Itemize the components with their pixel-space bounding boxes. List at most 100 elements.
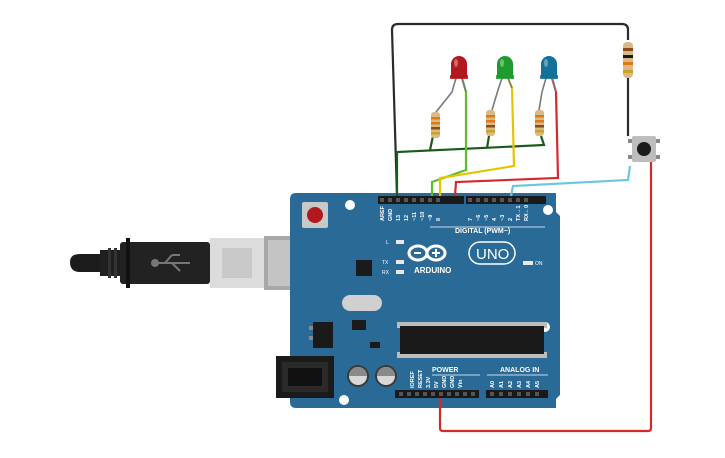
power-pin-hole[interactable] — [463, 392, 467, 396]
digital-pin-label: TX→1 — [516, 205, 522, 221]
capacitor — [347, 365, 369, 387]
power-pin-hole[interactable] — [415, 392, 419, 396]
digital-pin-label: 8 — [436, 218, 442, 221]
wire-black-gnd — [390, 22, 630, 197]
mount-hole — [345, 200, 355, 210]
capacitor — [375, 365, 397, 387]
digital-pin-hole[interactable] — [476, 198, 480, 202]
uno-badge: UNO — [468, 241, 516, 265]
power-pin-label: RESET — [418, 369, 424, 388]
usb-symbol-icon — [151, 254, 190, 272]
analog-pin-label: A4 — [526, 380, 532, 388]
digital-pin-hole[interactable] — [524, 198, 528, 202]
svg-text:L: L — [386, 240, 389, 246]
analog-pin-label: A5 — [535, 381, 541, 388]
power-pin-label: GND — [442, 376, 448, 388]
digital-pin-hole[interactable] — [516, 198, 520, 202]
analog-pin-hole[interactable] — [508, 392, 512, 396]
onboard-led-on: ON — [523, 261, 543, 267]
onboard-led-tx: TX — [382, 260, 404, 266]
power-pin-hole[interactable] — [399, 392, 403, 396]
power-pin-hole[interactable] — [439, 392, 443, 396]
digital-pin-hole[interactable] — [404, 198, 408, 202]
wire-red-led — [453, 77, 560, 197]
led-resistor — [535, 110, 544, 136]
digital-pin-hole[interactable] — [468, 198, 472, 202]
digital-pin-hole[interactable] — [380, 198, 384, 202]
usb-chip — [356, 260, 372, 276]
svg-text:TX: TX — [382, 260, 389, 266]
arduino-logo: ARDUINO — [407, 244, 451, 275]
digital-pin-label: 13 — [396, 215, 402, 221]
pull-resistor — [623, 42, 633, 78]
onboard-led-l: L — [386, 240, 404, 246]
digital-header-right — [466, 196, 546, 204]
digital-pin-label: RX←0 — [524, 205, 530, 221]
analog-pin-label: A0 — [490, 381, 496, 388]
pushbutton[interactable] — [628, 136, 660, 162]
reset-button[interactable] — [302, 202, 328, 228]
wire-light-blue — [509, 165, 632, 197]
power-header-title: POWER — [432, 367, 458, 374]
digital-pin-label: 12 — [404, 215, 410, 221]
digital-pin-hole[interactable] — [420, 198, 424, 202]
digital-pin-hole[interactable] — [412, 198, 416, 202]
digital-pin-hole[interactable] — [436, 198, 440, 202]
digital-pin-label: ~9 — [428, 215, 434, 221]
analog-pin-label: A2 — [508, 381, 514, 388]
power-jack[interactable] — [276, 356, 334, 398]
power-pin-label: 5V — [434, 381, 440, 388]
wire-dark-green — [395, 135, 546, 196]
digital-pin-hole[interactable] — [508, 198, 512, 202]
onboard-led-rx: RX — [382, 270, 404, 276]
analog-pin-label: A3 — [517, 381, 523, 388]
analog-pin-label: A1 — [499, 381, 505, 388]
power-pin-hole[interactable] — [423, 392, 427, 396]
power-pin-label: Vin — [458, 379, 464, 388]
led-blue[interactable] — [540, 56, 558, 79]
digital-pin-label: 7 — [468, 218, 474, 221]
atmega-chip — [397, 322, 547, 358]
digital-pin-label: ~11 — [412, 212, 418, 221]
arduino-brand-text: ARDUINO — [414, 266, 451, 275]
power-pin-label: 3.3V — [426, 376, 432, 388]
digital-pin-hole[interactable] — [484, 198, 488, 202]
wire-red-5v — [438, 158, 653, 433]
power-pin-hole[interactable] — [407, 392, 411, 396]
power-pin-hole[interactable] — [471, 392, 475, 396]
power-pin-hole[interactable] — [431, 392, 435, 396]
digital-pin-hole[interactable] — [492, 198, 496, 202]
digital-pin-label: ~5 — [484, 215, 490, 221]
digital-pin-label: AREF — [380, 205, 386, 221]
digital-pin-label: 2 — [508, 218, 514, 221]
digital-pin-hole[interactable] — [396, 198, 400, 202]
led-green[interactable] — [496, 56, 514, 79]
analog-pin-hole[interactable] — [499, 392, 503, 396]
digital-pin-label: ~3 — [500, 215, 506, 221]
digital-pin-hole[interactable] — [388, 198, 392, 202]
smd-component — [370, 342, 380, 348]
led-resistor — [431, 112, 440, 138]
led-red[interactable] — [450, 56, 468, 79]
analog-header-title: ANALOG IN — [500, 367, 539, 374]
power-pin-label: GND — [450, 376, 456, 388]
voltage-regulator — [313, 322, 333, 348]
uno-model-text: UNO — [476, 246, 509, 263]
small-ic — [352, 320, 366, 330]
power-header — [395, 390, 479, 398]
analog-pin-hole[interactable] — [526, 392, 530, 396]
analog-pin-hole[interactable] — [535, 392, 539, 396]
svg-text:RX: RX — [382, 270, 390, 276]
analog-pin-hole[interactable] — [517, 392, 521, 396]
digital-pin-label: GND — [388, 209, 394, 221]
power-pin-label: IOREF — [410, 371, 416, 388]
digital-pin-hole[interactable] — [428, 198, 432, 202]
power-pin-hole[interactable] — [447, 392, 451, 396]
analog-pin-hole[interactable] — [490, 392, 494, 396]
crystal-oscillator — [342, 295, 382, 311]
power-pin-hole[interactable] — [455, 392, 459, 396]
digital-pin-hole[interactable] — [500, 198, 504, 202]
